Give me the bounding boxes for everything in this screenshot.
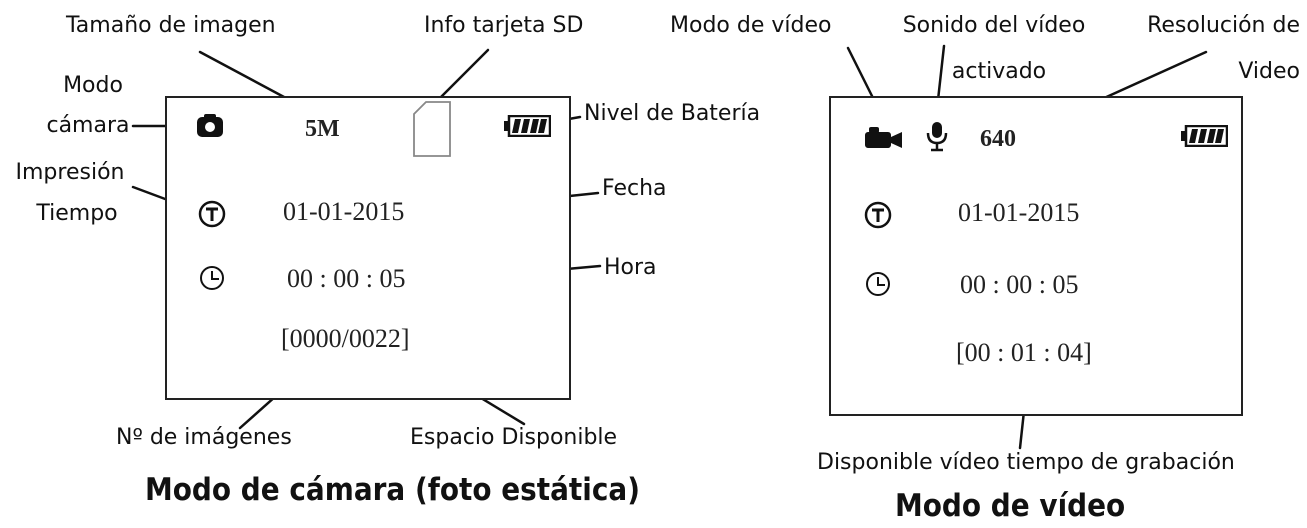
label-camera-mode-line2: cámara [46, 113, 130, 138]
label-timestamp-line2: Tiempo [36, 201, 118, 226]
camera-icon [197, 114, 223, 137]
photo-mode-caption: Modo de cámara (foto estática) [145, 472, 640, 508]
video-time-value: 00 : 00 : 05 [960, 270, 1079, 299]
video-date-value: 01-01-2015 [958, 198, 1080, 227]
label-battery-level: Nivel de Batería [584, 101, 761, 126]
photo-mode-screen [165, 96, 571, 400]
video-mode-caption: Modo de vídeo [895, 488, 1126, 524]
label-timestamp-line1: Impresión [15, 160, 125, 185]
date-value: 01-01-2015 [283, 197, 405, 226]
image-size-value: 5M [305, 116, 340, 142]
image-counter-value: [0000/0022] [281, 324, 410, 353]
label-date: Fecha [602, 176, 667, 201]
label-video-sound-line2: activado [951, 59, 1047, 84]
timestamp-icon [198, 200, 226, 228]
label-camera-mode-line1: Modo [63, 73, 123, 98]
clock-icon [866, 272, 890, 296]
label-video-resolution-line1: Resolución de [1147, 13, 1300, 38]
label-recording-time: Disponible vídeo tiempo de grabación [817, 450, 1235, 475]
label-video-sound-line1: Sonido del vídeo [902, 13, 1086, 38]
label-image-count: Nº de imágenes [116, 425, 292, 450]
label-sd-info: Info tarjeta SD [424, 13, 584, 38]
battery-icon [1181, 125, 1228, 147]
clock-icon [200, 266, 224, 290]
battery-icon [504, 115, 551, 137]
video-mode-screen [829, 96, 1243, 416]
label-time: Hora [604, 255, 657, 280]
video-camera-icon [865, 127, 902, 148]
video-resolution-value: 640 [980, 126, 1016, 152]
sd-card-icon [413, 101, 451, 157]
label-available-space: Espacio Disponible [410, 425, 618, 450]
label-video-resolution-line2: Video [1238, 59, 1300, 84]
time-value: 00 : 00 : 05 [287, 264, 406, 293]
microphone-icon [926, 122, 948, 152]
label-image-size: Tamaño de imagen [66, 13, 276, 38]
timestamp-icon [864, 201, 892, 229]
video-remaining-time-value: [00 : 01 : 04] [956, 338, 1092, 367]
label-video-mode: Modo de vídeo [670, 13, 832, 38]
